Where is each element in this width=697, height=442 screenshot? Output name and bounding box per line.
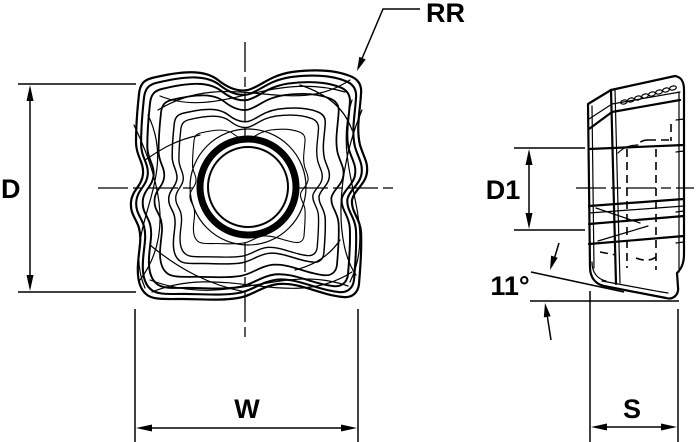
d1-arrow-down xyxy=(525,213,533,229)
label-d: D xyxy=(1,174,21,204)
d1-arrow-up xyxy=(525,149,533,165)
side-view xyxy=(576,74,694,300)
hole-bore xyxy=(207,146,289,228)
s-arrow-right xyxy=(661,423,677,431)
dimension-s: S xyxy=(589,291,679,442)
w-arrow-right xyxy=(341,424,357,432)
side-facet-lines xyxy=(587,88,686,294)
dimension-d: D xyxy=(1,83,136,293)
hidden-hole-lines xyxy=(599,124,672,270)
label-rr: RR xyxy=(426,0,465,28)
angle-arrow-top xyxy=(550,255,558,270)
s-arrow-left xyxy=(591,423,607,431)
label-angle: 11° xyxy=(490,271,529,301)
insert-side-outline xyxy=(586,74,686,300)
cutting-edge-wave-lines xyxy=(133,79,363,293)
label-d1: D1 xyxy=(486,175,521,205)
angle-arrow-bottom xyxy=(543,303,551,318)
rr-arrow xyxy=(357,56,366,71)
label-w: W xyxy=(234,394,260,424)
clearance-angle-annotation: 11° xyxy=(490,242,679,341)
corner-radius-callout: RR xyxy=(357,0,465,71)
dimension-d1: D1 xyxy=(486,147,585,231)
counterbore-circle xyxy=(189,128,307,246)
rr-leader-line xyxy=(357,8,420,69)
d-arrow-down xyxy=(26,275,34,291)
d-arrow-up xyxy=(26,85,34,101)
insert-top-outline xyxy=(129,69,369,301)
dimension-w: W xyxy=(134,309,359,442)
center-hole xyxy=(189,128,307,246)
angle-reference-slanted xyxy=(530,271,625,293)
serrated-edge-chain xyxy=(620,85,677,105)
w-arrow-left xyxy=(136,424,152,432)
label-s: S xyxy=(623,394,641,424)
top-view xyxy=(98,42,397,337)
